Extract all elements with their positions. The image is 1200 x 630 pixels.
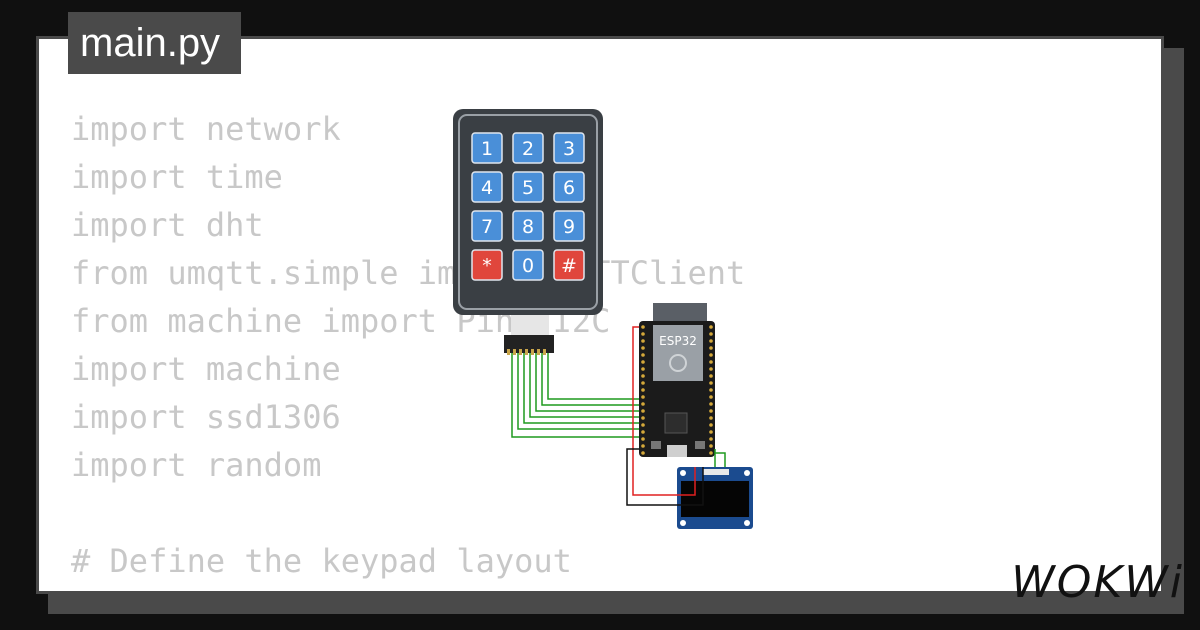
keypad-key [512, 132, 544, 164]
keypad-key [512, 249, 544, 281]
esp32-pin [709, 367, 713, 371]
keypad-key-label: # [561, 255, 577, 277]
keypad-key-label: 2 [522, 138, 534, 160]
keypad-connector [504, 315, 554, 355]
keypad-key-label: 3 [563, 138, 575, 160]
esp32-pin [709, 332, 713, 336]
code-line: import time [71, 158, 283, 196]
circuit-diagram: 1 2 3 4 5 6 7 8 9 * 0 # ESP32 [453, 109, 753, 529]
keypad: 1 2 3 4 5 6 7 8 9 * 0 # [453, 109, 603, 315]
file-name-tab: main.py [68, 12, 241, 74]
esp32-pin [709, 451, 713, 455]
keypad-key [471, 132, 503, 164]
esp32-pin [709, 444, 713, 448]
esp32-pin [641, 367, 645, 371]
keypad-key [471, 210, 503, 242]
esp32-pin [641, 388, 645, 392]
keypad-key-label: 9 [563, 216, 575, 238]
keypad-key [553, 210, 585, 242]
keypad-key-label: 5 [522, 177, 534, 199]
esp32-pin [641, 430, 645, 434]
esp32-pin [709, 395, 713, 399]
keypad-key [553, 171, 585, 203]
code-line: import dht [71, 206, 264, 244]
esp32-pin [709, 374, 713, 378]
wokwi-logo: WOKWi [1011, 557, 1184, 608]
keypad-key [553, 132, 585, 164]
esp32-pin [709, 360, 713, 364]
wiring [511, 326, 726, 506]
esp32-pin [641, 437, 645, 441]
esp32-pin [641, 332, 645, 336]
esp32-pin [709, 430, 713, 434]
code-line: import machine [71, 350, 341, 388]
esp32-pin [641, 339, 645, 343]
esp32-pin [709, 402, 713, 406]
esp32-pin [709, 409, 713, 413]
oled-display [677, 467, 753, 529]
esp32-pin [641, 402, 645, 406]
keypad-key-label: 8 [522, 216, 534, 238]
keypad-key [471, 249, 503, 281]
project-card: import network import time import dht fr… [36, 36, 1164, 594]
esp32-pin [641, 325, 645, 329]
keypad-key-label: 6 [563, 177, 575, 199]
keypad-key-label: 7 [481, 216, 493, 238]
code-line: import ssd1306 [71, 398, 341, 436]
keypad-key-label: 1 [481, 138, 493, 160]
esp32-pin [641, 374, 645, 378]
esp32-pin [641, 395, 645, 399]
esp32-pin [641, 353, 645, 357]
board-label: ESP32 [659, 334, 697, 348]
esp32-pin [709, 388, 713, 392]
keypad-key-label: * [482, 255, 492, 277]
esp32-pin [641, 444, 645, 448]
keypad-key-label: 4 [481, 177, 493, 199]
esp32-board: ESP32 [639, 303, 715, 457]
code-line: import network [71, 110, 341, 148]
esp32-pin [641, 416, 645, 420]
esp32-pin [709, 346, 713, 350]
esp32-pin [709, 381, 713, 385]
esp32-pin [709, 437, 713, 441]
esp32-pin [709, 416, 713, 420]
esp32-pin [709, 353, 713, 357]
esp32-pin [641, 346, 645, 350]
esp32-pin [641, 381, 645, 385]
esp32-pin [641, 451, 645, 455]
code-line: KEYPAD = [ [71, 585, 745, 591]
esp32-pin [709, 339, 713, 343]
keypad-key [512, 171, 544, 203]
code-preview: import network import time import dht fr… [71, 105, 745, 591]
code-line: # Define the keypad layout [71, 542, 572, 580]
esp32-pin [641, 409, 645, 413]
esp32-pin [641, 360, 645, 364]
keypad-key [471, 171, 503, 203]
esp32-pin [641, 423, 645, 427]
esp32-pin [709, 325, 713, 329]
keypad-key-label: 0 [522, 255, 534, 277]
keypad-key [512, 210, 544, 242]
esp32-pin [709, 423, 713, 427]
code-line: import random [71, 446, 322, 484]
keypad-key [553, 249, 585, 281]
